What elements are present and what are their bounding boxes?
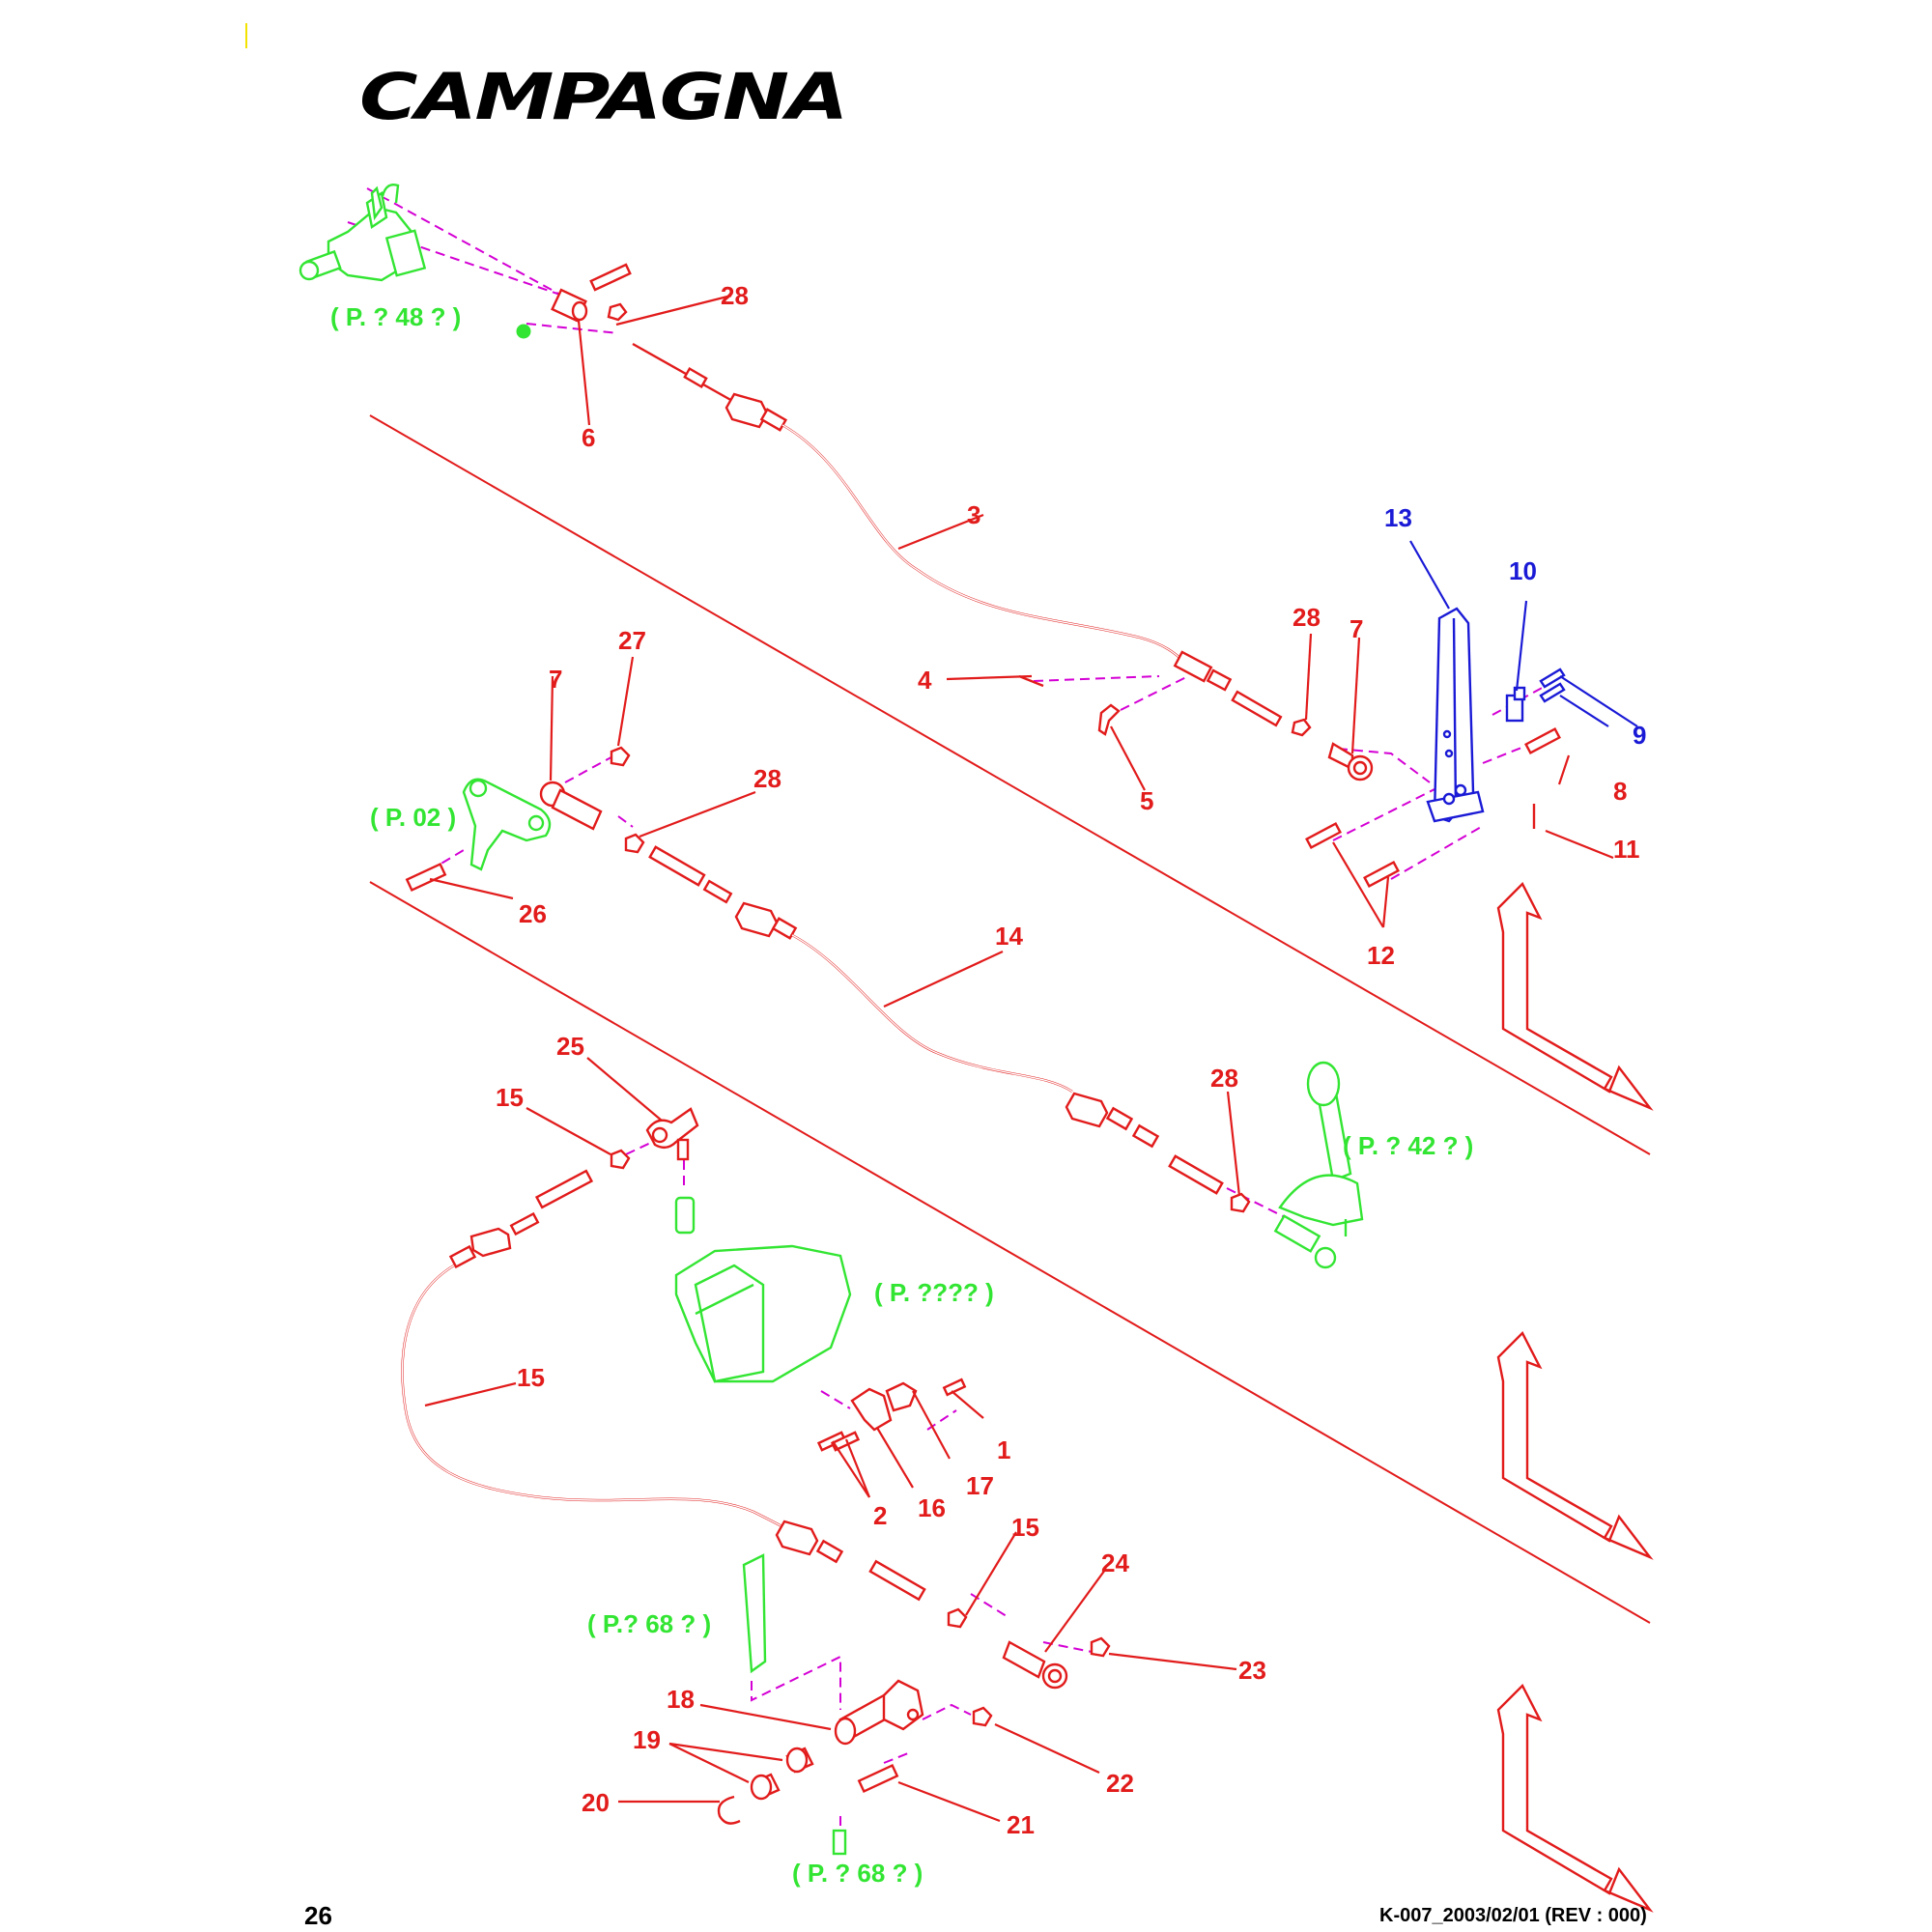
callout-26: 26 — [519, 899, 547, 928]
brand-logo: CAMPAGNA — [359, 60, 848, 134]
callout-25: 25 — [556, 1032, 584, 1061]
callout-labels: 28 6 3 4 5 28 7 13 10 9 8 11 12 7 27 28 … — [496, 281, 1646, 1839]
callout-6: 6 — [582, 423, 595, 452]
callout-18: 18 — [667, 1685, 695, 1714]
part-13-lever-assembly-image — [1426, 607, 1485, 823]
callout-leaders — [424, 294, 1638, 1823]
callout-5: 5 — [1140, 786, 1153, 815]
callout-19: 19 — [633, 1725, 661, 1754]
callout-12: 12 — [1367, 941, 1395, 970]
callout-15: 15 — [1011, 1513, 1039, 1542]
part-8-11-12-image — [1305, 726, 1561, 889]
callout-28: 28 — [1293, 603, 1321, 632]
flow-arrow-icon — [1496, 881, 1654, 1111]
document-code: K-007_2003/02/01 (REV : 000) — [1379, 1905, 1647, 1926]
part-24-23-22-image — [972, 1636, 1111, 1727]
page-ref-48: ( P. ? 48 ? ) — [330, 302, 461, 331]
text-cursor — [245, 23, 247, 48]
callout-11: 11 — [1613, 835, 1640, 864]
part-14-cable-image — [624, 833, 1251, 1213]
part-6-image — [551, 263, 632, 323]
callout-20: 20 — [582, 1788, 610, 1817]
callout-8: 8 — [1613, 777, 1627, 806]
part-4-5-image — [1018, 674, 1121, 736]
page-ref-unknown: ( P. ???? ) — [874, 1278, 994, 1307]
page-number: 26 — [304, 1901, 332, 1930]
callout-4: 4 — [918, 666, 932, 695]
page-reference-labels: ( P. ? 48 ? ) ( P. 02 ) ( P. ? 42 ? ) ( … — [330, 302, 1473, 1888]
callout-28: 28 — [721, 281, 749, 310]
callout-21: 21 — [1007, 1810, 1035, 1839]
part-42-shift-lever-image — [1273, 1061, 1364, 1269]
part-16-17-bracket-image — [816, 1378, 967, 1452]
part-25-fitting-image — [610, 1107, 699, 1170]
page-ref-42: ( P. ? 42 ? ) — [1343, 1131, 1473, 1160]
callout-27: 27 — [618, 626, 646, 655]
part-3-cable-image — [632, 342, 1374, 781]
page-ref-02: ( P. 02 ) — [370, 803, 456, 832]
callout-28: 28 — [753, 764, 781, 793]
page-ref-68: ( P.? 68 ? ) — [587, 1609, 711, 1638]
callout-3: 3 — [967, 500, 980, 529]
callout-22: 22 — [1106, 1769, 1134, 1798]
callout-17: 17 — [966, 1471, 994, 1500]
callout-23: 23 — [1238, 1656, 1266, 1685]
part-unknown-housing-image — [674, 1196, 852, 1383]
flow-arrow-icon — [1496, 1330, 1654, 1560]
callout-15: 15 — [496, 1083, 524, 1112]
callout-16: 16 — [918, 1493, 946, 1522]
flow-arrow-icon — [1496, 1683, 1654, 1913]
part-68-lever-image — [742, 1553, 847, 1856]
section-divider-line — [369, 881, 1651, 1624]
explode-lines-top — [347, 187, 1556, 880]
part-15-cable-image — [401, 1169, 968, 1629]
callout-2: 2 — [873, 1501, 887, 1530]
callout-15: 15 — [517, 1363, 545, 1392]
callout-14: 14 — [995, 922, 1023, 951]
callout-1: 1 — [997, 1435, 1010, 1464]
callout-9: 9 — [1633, 721, 1646, 750]
part-18-to-21-shaft-image — [717, 1679, 924, 1825]
gearbox-part-image — [298, 183, 531, 339]
part-02-bracket-image — [462, 778, 552, 871]
part-26-27-7-image — [405, 746, 631, 893]
callout-24: 24 — [1101, 1548, 1129, 1577]
section-divider-line — [369, 414, 1651, 1155]
callout-10: 10 — [1509, 556, 1537, 585]
page-ref-68: ( P. ? 68 ? ) — [792, 1859, 923, 1888]
callout-7: 7 — [1350, 614, 1363, 643]
callout-28: 28 — [1210, 1064, 1238, 1093]
part-10-9-image — [1505, 668, 1566, 723]
callout-13: 13 — [1384, 503, 1412, 532]
callout-7: 7 — [549, 665, 562, 694]
